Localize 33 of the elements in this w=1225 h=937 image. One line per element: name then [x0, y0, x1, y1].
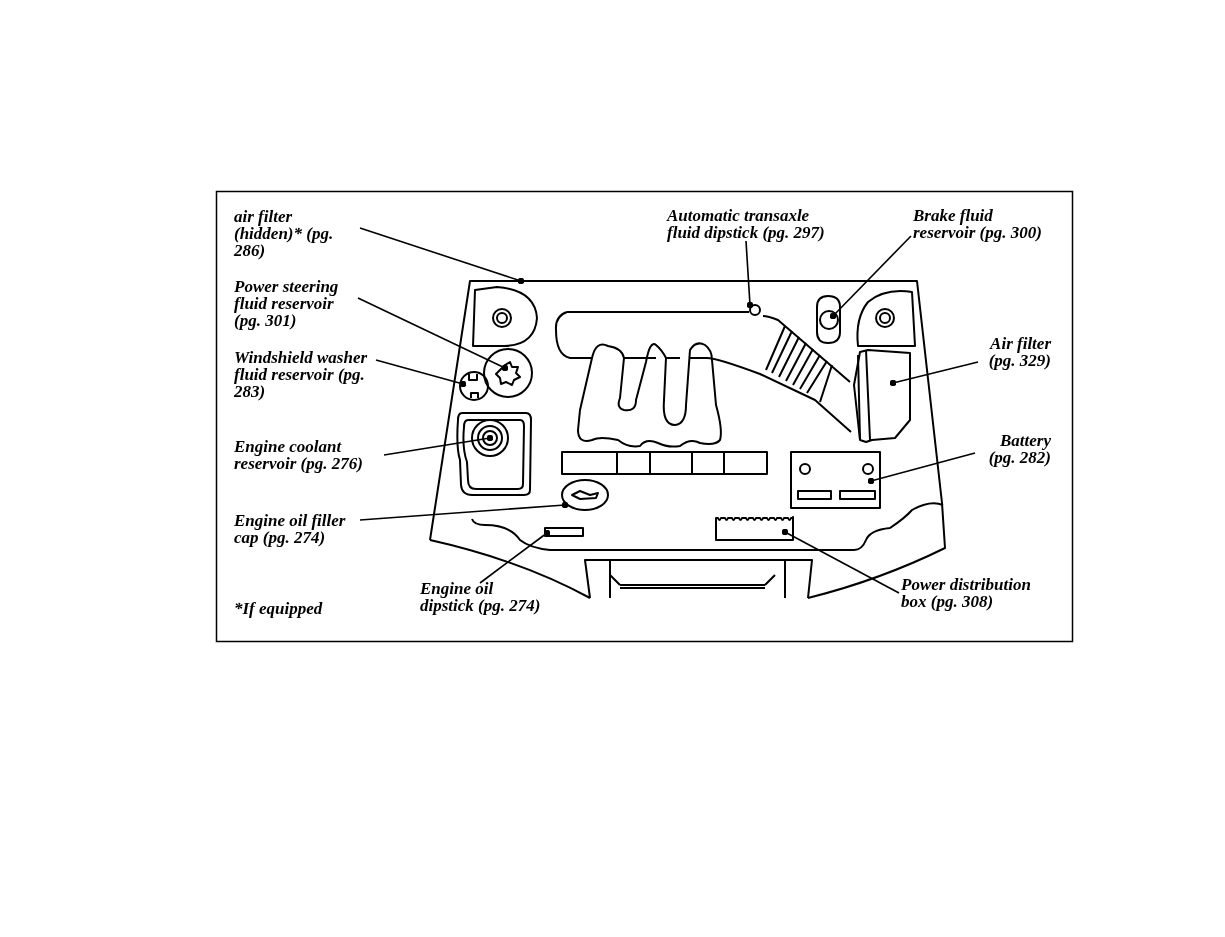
callout-label: Engine coolant reservoir (pg. 276)	[234, 438, 384, 472]
transaxle-dipstick-drawing	[749, 304, 761, 316]
callout-label: Windshield washer fluid reservoir (pg. 283)	[234, 349, 374, 400]
callout-label: Engine oil filler cap (pg. 274)	[234, 512, 364, 546]
leader-line	[359, 501, 569, 521]
callout-label: Battery (pg. 282)	[976, 432, 1051, 466]
leader-line	[357, 297, 509, 372]
leader-line	[867, 452, 976, 485]
callout-label: Automatic transaxle fluid dipstick (pg. 297)	[667, 207, 827, 241]
leader-line	[829, 235, 912, 320]
oil-dipstick-drawing	[544, 527, 584, 537]
callout-label: air filter (hidden)* (pg. 286)	[234, 208, 359, 259]
power-steering-reservoir-drawing	[483, 348, 533, 398]
air-filter-box-drawing	[853, 349, 911, 443]
footnote: *If equipped	[234, 600, 323, 617]
coolant-reservoir-drawing	[456, 412, 532, 496]
leader-line	[781, 528, 900, 594]
leader-line	[479, 529, 551, 584]
power-distribution-box-drawing	[715, 516, 794, 541]
leader-line	[359, 227, 525, 285]
washer-reservoir-drawing	[459, 371, 489, 401]
brake-reservoir-drawing	[816, 295, 841, 344]
callout-label: Air filter (pg. 329)	[976, 335, 1051, 369]
leader-line	[745, 240, 754, 309]
oil-filler-cap-drawing	[561, 479, 609, 511]
leader-line	[383, 434, 494, 456]
callout-label: Power distribution box (pg. 308)	[901, 576, 1051, 610]
leader-line	[375, 359, 467, 388]
callout-label: Brake fluid reservoir (pg. 300)	[913, 207, 1053, 241]
callout-label: Power steering fluid reservoir (pg. 301)	[234, 278, 359, 329]
battery-drawing	[790, 451, 881, 509]
callout-label: Engine oil dipstick (pg. 274)	[420, 580, 545, 614]
leader-line	[889, 361, 979, 387]
